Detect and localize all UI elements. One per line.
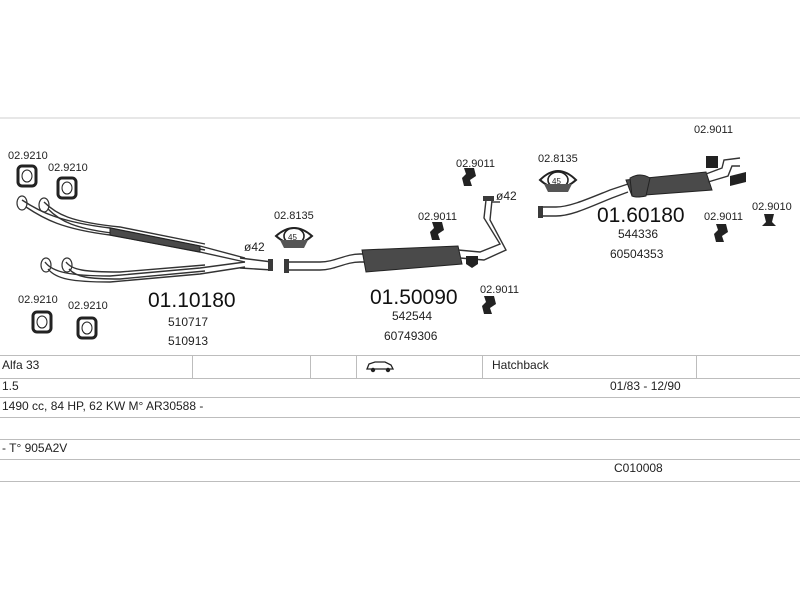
exhaust-diagram: 45 45 [0,117,800,348]
part-ref: 60749306 [384,329,438,343]
accessory-label: 02.9210 [18,294,58,306]
model-cell: Alfa 33 [2,358,40,372]
part-ref: 510913 [168,334,208,348]
ring-gasket-icon [274,227,314,248]
part-ref: 542544 [392,309,432,323]
car-icon [366,361,395,373]
engine-cell: 1.5 [2,379,19,393]
table-row [0,417,800,440]
accessory-label: 02.9010 [752,201,792,213]
accessory-label: 02.8135 [538,153,578,165]
accessory-label: 02.9011 [418,211,457,223]
gasket-icon [76,316,98,340]
part-number: 01.50090 [370,286,458,309]
part-ref: 544336 [618,227,658,241]
accessory-label: 02.9210 [48,162,88,174]
hanger-clip-icon [462,168,476,186]
body-type-cell: Hatchback [492,358,549,372]
middle-silencer [284,196,507,273]
hanger-clip-icon [714,224,728,242]
gasket-icon [31,310,53,334]
table-row: Alfa 33 Hatchback [0,355,800,379]
hanger-clip-icon [762,214,776,226]
ring-size-label: 45 [288,233,297,242]
ring-size-label: 45 [552,177,561,186]
diameter-label: ø42 [244,240,265,254]
hanger-clip-icon [430,222,444,240]
table-row: - T° 905A2V [0,439,800,460]
front-pipe-assembly [16,195,273,283]
hanger-clip-icon [482,296,496,314]
accessory-label: 02.9210 [8,150,48,162]
gasket-icon [56,176,78,200]
accessory-label: 02.9011 [480,284,519,296]
hanger-clip-icon [466,256,478,268]
rear-silencer [538,157,741,218]
accessory-label: 02.9011 [456,158,495,170]
ring-gasket-icon [538,170,578,192]
catalog-code-cell: C010008 [614,461,663,475]
spec-cell: 1490 cc, 84 HP, 62 KW M° AR30588 - [2,399,204,413]
accessory-label: 02.8135 [274,210,314,222]
part-ref: 60504353 [610,247,664,261]
gasket-icon [16,164,38,188]
table-row: C010008 [0,459,800,482]
part-number: 01.60180 [597,204,685,227]
hanger-clip-icon [730,172,746,186]
diameter-label: ø42 [496,189,517,203]
accessory-label: 02.9011 [704,211,743,223]
type-code-cell: - T° 905A2V [2,441,68,455]
table-row: 1490 cc, 84 HP, 62 KW M° AR30588 - [0,397,800,418]
accessory-label: 02.9210 [68,300,108,312]
table-row: 1.5 01/83 - 12/90 [0,377,800,398]
hanger-clip-icon [706,156,718,168]
accessory-label: 02.9011 [694,124,733,136]
part-number: 01.10180 [148,289,236,312]
years-cell: 01/83 - 12/90 [610,379,681,393]
part-ref: 510717 [168,315,208,329]
